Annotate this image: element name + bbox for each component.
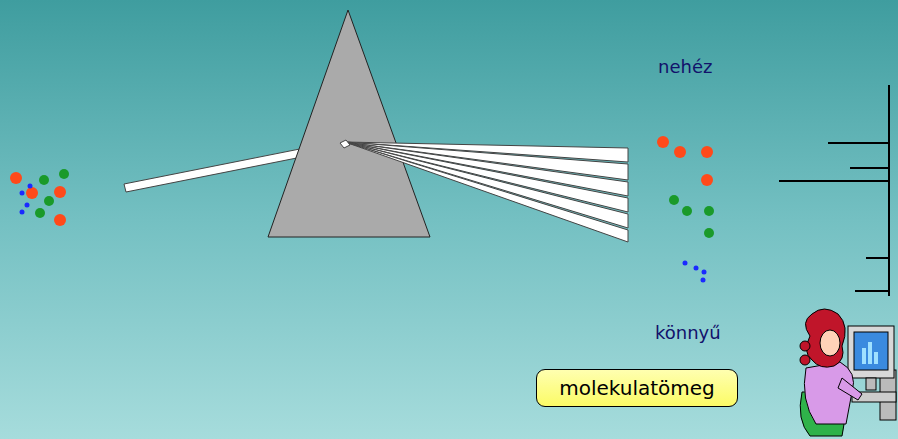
axis-label: könnyű bbox=[655, 322, 721, 343]
mixed-particles bbox=[10, 169, 69, 226]
sorted-particles bbox=[657, 136, 714, 283]
box-text: molekulatömeg bbox=[559, 376, 715, 400]
callout-box: molekulatömeg bbox=[536, 369, 738, 407]
spectrum-bars bbox=[779, 85, 889, 296]
dispersed-beams bbox=[340, 140, 628, 242]
prism bbox=[268, 10, 430, 237]
axis-label: nehéz bbox=[658, 56, 712, 77]
person-at-computer bbox=[800, 309, 896, 436]
